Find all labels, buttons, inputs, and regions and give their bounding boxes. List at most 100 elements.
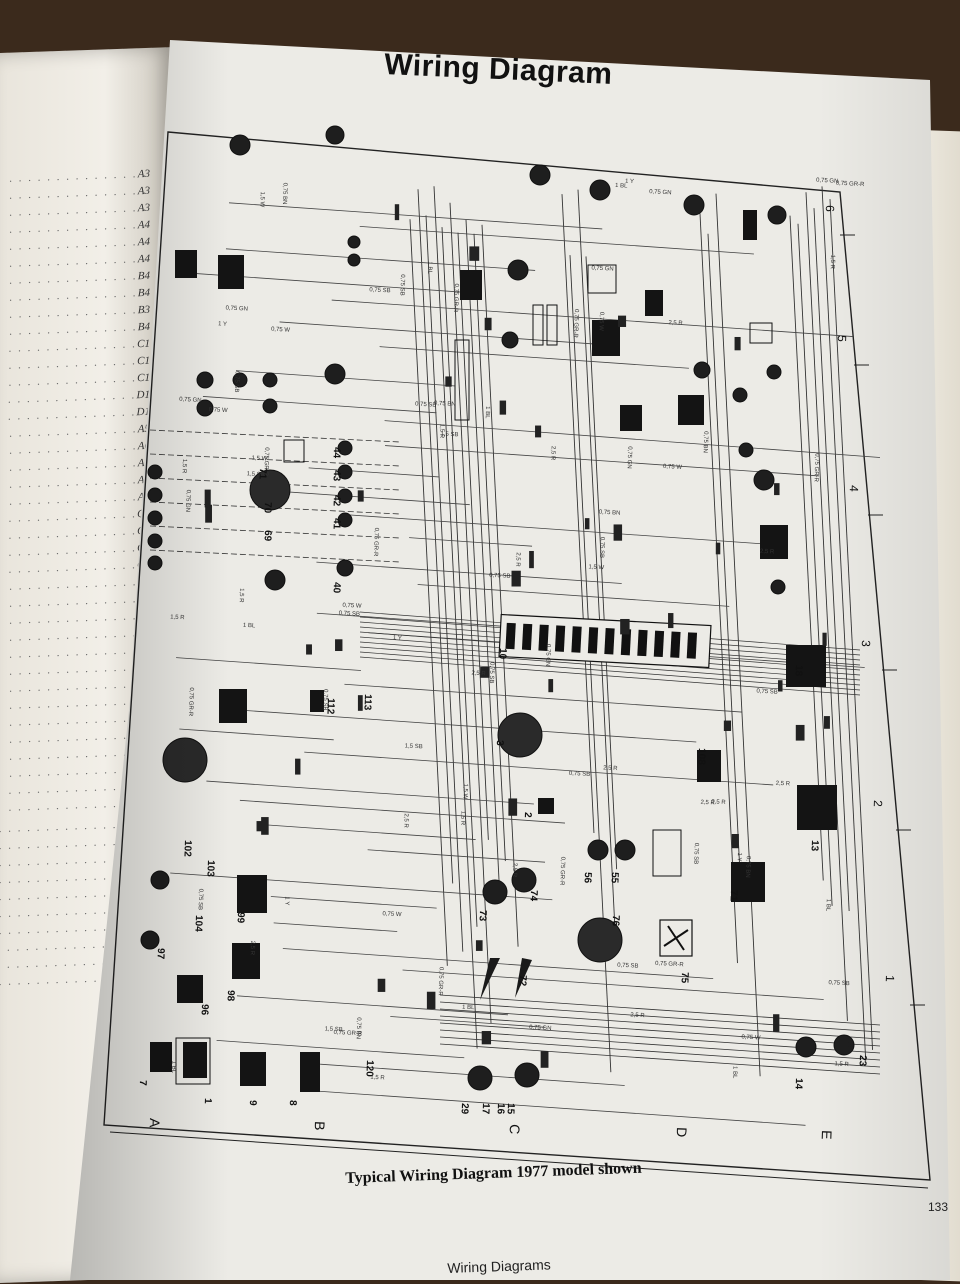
lamp-gauge (577, 917, 623, 963)
wire (441, 227, 478, 927)
relay-module (645, 290, 663, 316)
component-number: 18 (793, 665, 804, 677)
wire (367, 849, 546, 863)
wire (715, 193, 761, 1077)
wire-code: 0,75 GR-R (558, 857, 565, 887)
connector (532, 304, 544, 346)
small-fuse (335, 639, 343, 652)
wire-code: 0,75 SB (569, 771, 591, 778)
component-number: 69 (262, 530, 273, 542)
fuse (620, 628, 632, 656)
lamp-gauge (262, 372, 278, 388)
wire-code: 0,75 SB (828, 980, 850, 987)
lamp-gauge (347, 235, 361, 249)
fuse (521, 623, 533, 651)
wire-code: 1,5 R (170, 614, 185, 621)
fuse (538, 624, 549, 651)
component-number: 104 (192, 915, 204, 932)
wire-code: 0,75 W (342, 603, 362, 610)
wire (359, 646, 861, 686)
fuse (505, 622, 516, 650)
lamp-gauge (337, 488, 353, 504)
lamp-gauge (325, 125, 345, 145)
wire-code: 0,75 GN (225, 305, 248, 312)
wire (341, 513, 772, 545)
relay-module (175, 250, 197, 278)
small-fuse (394, 204, 400, 221)
wire (561, 194, 595, 834)
wire-code: 1,5 SB (325, 1026, 343, 1033)
wire (439, 1043, 881, 1075)
lamp-gauge (833, 1034, 855, 1056)
wire-code: 0,75 GN (529, 1025, 552, 1032)
relay-module (240, 1052, 266, 1086)
small-fuse (426, 991, 436, 1010)
small-fuse (548, 679, 554, 693)
small-fuse (613, 524, 623, 541)
wire-code: 2,5 R (249, 941, 256, 956)
wire-code: 0,75 GR-R (262, 447, 269, 477)
wire (417, 584, 730, 607)
lamp-gauge (324, 363, 346, 385)
component-number: 98 (225, 990, 236, 1002)
lamp-gauge (336, 559, 354, 577)
wire-code: 1 Y (625, 179, 634, 185)
wire-code: 0,75 GN (591, 266, 614, 273)
wire (308, 467, 439, 478)
wire (379, 346, 689, 369)
wire-code: 0,75 W (271, 327, 291, 334)
lamp-gauge (766, 364, 782, 380)
lamp-gauge (795, 1036, 817, 1058)
wire-code: 0,75 BN (434, 401, 456, 408)
wire (433, 186, 478, 1049)
wire-code: 0,75 W (382, 911, 402, 918)
fuse (670, 631, 681, 658)
component-number: 103 (204, 860, 216, 877)
fuse (554, 625, 566, 652)
component-number: 113 (361, 694, 373, 711)
component-number: 112 (324, 698, 336, 715)
wire-code: 0,75 GR-R (187, 687, 194, 717)
components (140, 125, 855, 1092)
wire (805, 192, 848, 1021)
wire (304, 751, 774, 786)
component-number: 75 (679, 972, 690, 984)
grid-label-row: 2 (871, 800, 885, 807)
grid-label-column: A (147, 1118, 163, 1129)
wires (149, 186, 881, 1126)
fuse (686, 632, 698, 659)
wire-code: 0,75 SB (369, 287, 391, 294)
small-fuse (261, 817, 269, 835)
fuse (587, 627, 599, 654)
wire-code: 1 BL (615, 183, 628, 190)
wire-code: 2,5 R (549, 446, 556, 461)
small-fuse (508, 798, 518, 816)
wire (176, 657, 361, 671)
component-number: 42 (331, 495, 342, 507)
relay-module (232, 943, 260, 979)
lamp-gauge (767, 205, 787, 225)
small-fuse (715, 542, 721, 555)
wire-code: 1,5 R (238, 588, 245, 603)
relay-module (592, 320, 620, 356)
lamp-gauge (482, 879, 508, 905)
wire-code: 0,75 GR-R (812, 453, 819, 483)
connector (283, 439, 305, 463)
wire-code: 2,5 R (668, 320, 683, 327)
wire-code: 2,5 R (402, 813, 409, 828)
wire (149, 549, 401, 563)
small-fuse (484, 317, 492, 331)
grid-label-column: C (507, 1124, 523, 1135)
component-number: 29 (459, 1103, 470, 1115)
small-fuse (499, 400, 507, 415)
lamp-gauge (264, 569, 286, 591)
lamp-gauge (232, 372, 248, 388)
wire-code: 0,75 SB (692, 843, 699, 865)
wire (384, 420, 881, 458)
wire (409, 537, 533, 547)
wire-code: 1,5 R (829, 255, 836, 270)
wire (813, 208, 850, 912)
grid-label-row: 3 (859, 640, 873, 647)
component-number: 71 (257, 468, 268, 480)
lamp-gauge (511, 867, 537, 893)
